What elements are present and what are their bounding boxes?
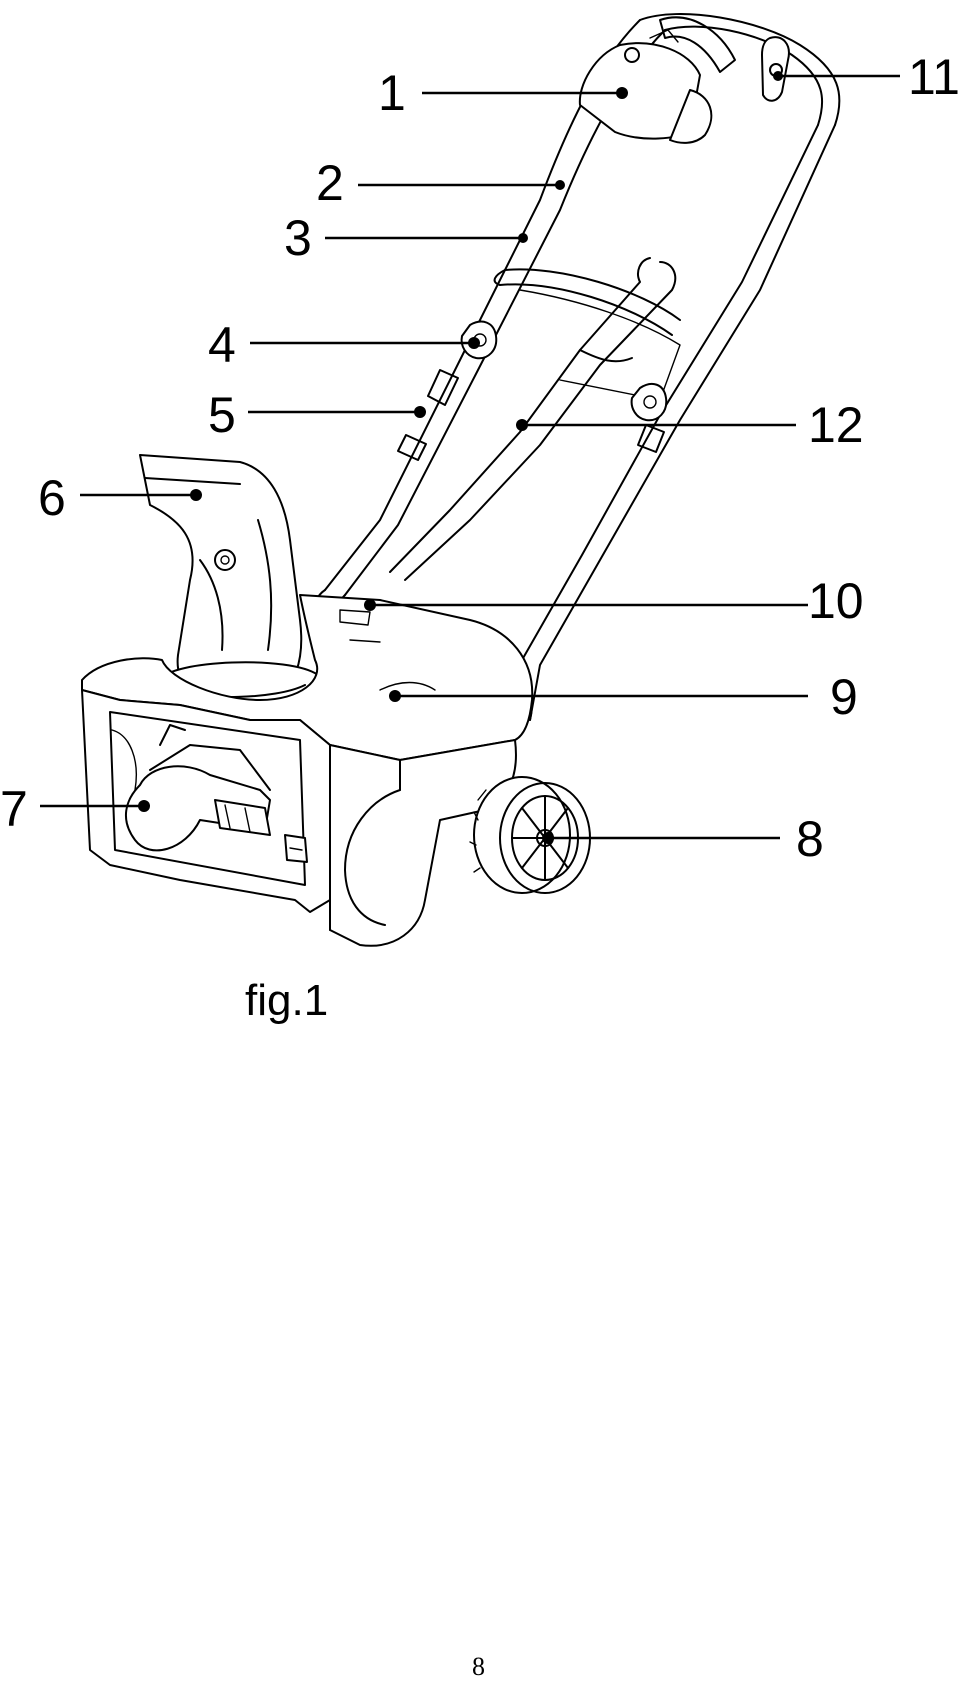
callout-1: 1	[378, 65, 406, 121]
callout-6: 6	[38, 470, 66, 526]
figure-caption: fig.1	[245, 976, 328, 1025]
callout-numbers: 1 2 3 4 5 6 7 8 9 10 11 12	[0, 49, 960, 867]
auger	[124, 724, 308, 863]
main-housing	[81, 594, 534, 947]
handle-knob-right	[630, 382, 668, 422]
wheel	[469, 776, 591, 894]
callout-3: 3	[284, 210, 312, 266]
callout-10: 10	[808, 573, 864, 629]
callout-12: 12	[808, 397, 864, 453]
callout-7: 7	[0, 781, 28, 837]
page-number: 8	[472, 1652, 485, 1681]
callout-9: 9	[830, 669, 858, 725]
callout-leaders	[40, 71, 900, 844]
callout-11: 11	[908, 49, 960, 105]
bail-lever	[389, 257, 677, 581]
switch-box	[578, 29, 713, 144]
callout-2: 2	[316, 155, 344, 211]
safety-button	[761, 36, 790, 102]
callout-4: 4	[208, 317, 236, 373]
callout-5: 5	[208, 387, 236, 443]
callout-8: 8	[796, 811, 824, 867]
